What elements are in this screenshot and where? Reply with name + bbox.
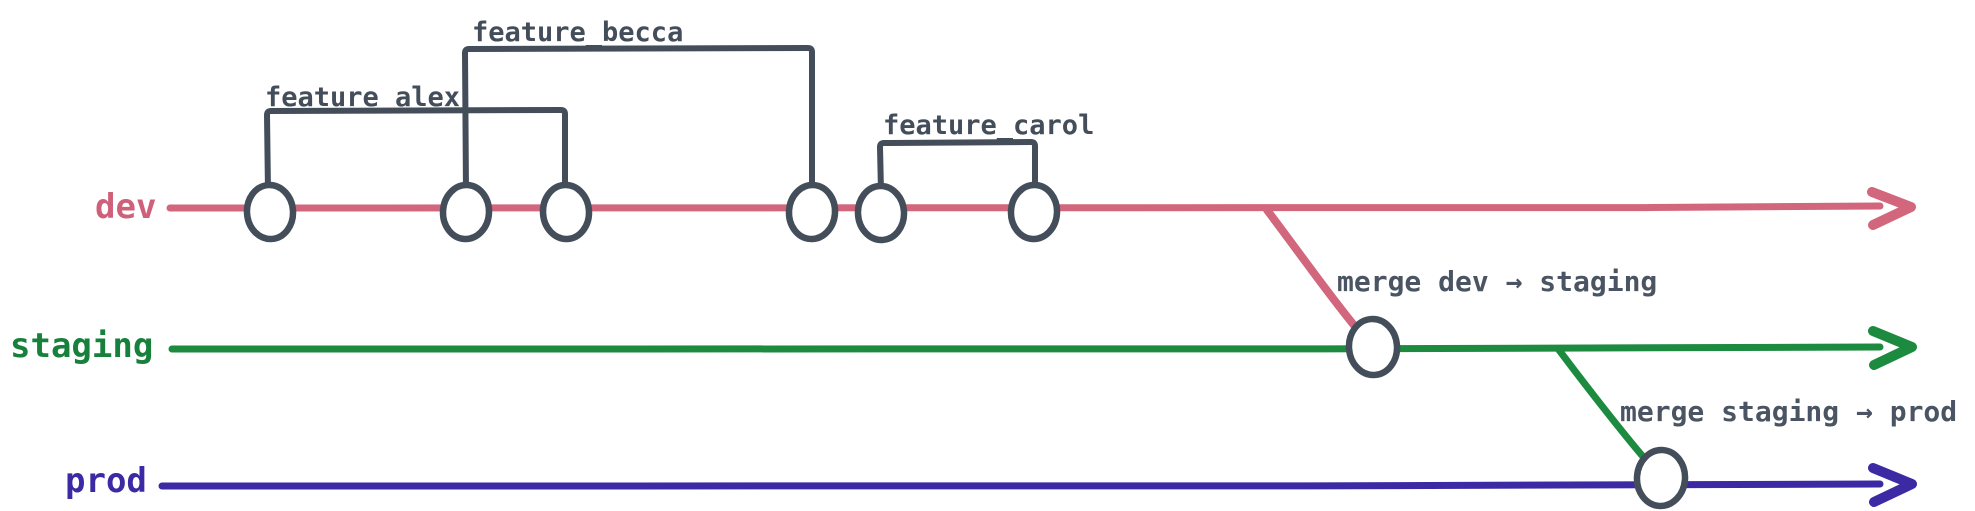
commit-node bbox=[243, 181, 297, 243]
staging-arrowhead-icon bbox=[1868, 326, 1917, 370]
commit-node bbox=[785, 181, 839, 243]
feature-label-carol: feature_carol bbox=[883, 110, 1095, 141]
dev-branch-line bbox=[166, 202, 1884, 212]
feature-alex-branch-line bbox=[264, 107, 568, 195]
prod-arrowhead-icon bbox=[1868, 463, 1917, 507]
branch-label-staging: staging bbox=[10, 326, 154, 366]
branch-label-prod: prod bbox=[65, 461, 147, 501]
dev-arrowhead-icon bbox=[1867, 187, 1916, 230]
merge-label-dev-to-staging: merge dev → staging bbox=[1337, 265, 1658, 298]
staging-branch-line bbox=[168, 343, 1884, 353]
feature-becca-branch-line bbox=[462, 45, 815, 195]
merge-commit-node-prod bbox=[1633, 446, 1689, 510]
prod-branch-line bbox=[158, 480, 1884, 490]
commit-node bbox=[539, 181, 593, 243]
merge-label-staging-to-prod: merge staging → prod bbox=[1620, 395, 1958, 428]
merge-dev-to-staging-line bbox=[1263, 206, 1362, 334]
feature-carol-branch-line bbox=[877, 139, 1038, 195]
feature-label-alex: feature_alex bbox=[265, 82, 461, 113]
merge-staging-to-prod-line bbox=[1555, 346, 1649, 463]
feature-label-becca: feature_becca bbox=[472, 17, 684, 48]
commit-node bbox=[1007, 181, 1061, 243]
merge-commit-node-staging bbox=[1345, 315, 1401, 379]
commit-node bbox=[854, 182, 908, 244]
commit-node bbox=[439, 181, 493, 243]
branch-label-dev: dev bbox=[95, 187, 157, 227]
